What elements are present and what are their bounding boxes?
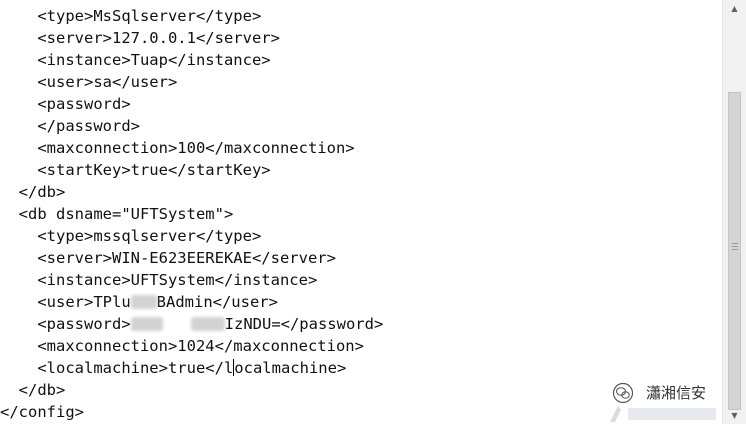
faint-watermark-logo (610, 406, 716, 422)
code-line: <db dsname="UFTSystem"> (18, 205, 234, 223)
code-line: <password> (37, 95, 131, 113)
scroll-down-arrow-icon[interactable]: ▼ (731, 411, 738, 420)
code-line: </password> (37, 117, 140, 135)
text-caret (233, 359, 235, 376)
code-line: </db> (18, 381, 66, 399)
scroll-up-arrow-icon[interactable]: ▲ (731, 4, 738, 13)
code-line: <server>127.0.0.1</server> (37, 29, 280, 47)
code-line: <user>sa</user> (37, 73, 178, 91)
redaction-blur (130, 295, 157, 309)
code-line: </config> (0, 403, 84, 421)
code-line: <server>WIN-E623EEREKAE</server> (37, 249, 336, 267)
watermark-text: 瀟湘信安 (646, 384, 707, 402)
scrollbar-thumb[interactable] (728, 92, 741, 410)
code-line: <maxconnection>100</maxconnection> (37, 139, 355, 157)
code-area[interactable]: <type>MsSqlserver</type> <server>127.0.0… (0, 5, 722, 423)
vertical-scrollbar[interactable]: ▲ ▼ (722, 0, 746, 424)
code-line: <startKey>true</startKey> (37, 161, 271, 179)
code-line: <maxconnection>1024</maxconnection> (37, 337, 364, 355)
wechat-logo-icon (612, 382, 634, 404)
redaction-blur (190, 317, 225, 331)
code-line: </db> (18, 183, 66, 201)
code-line: <type>MsSqlserver</type> (37, 7, 262, 25)
code-line: <instance>UFTSystem</instance> (37, 271, 318, 289)
code-line: <type>mssqlserver</type> (37, 227, 262, 245)
watermark: 瀟湘信安 (606, 378, 724, 424)
code-line-password-redacted: <password>IzNDU=</password> (37, 315, 384, 333)
redaction-blur (130, 317, 163, 331)
code-line-with-caret: <localmachine>true</localmachine> (37, 359, 347, 377)
code-line: <instance>Tuap</instance> (37, 51, 271, 69)
grip-icon (732, 243, 738, 250)
